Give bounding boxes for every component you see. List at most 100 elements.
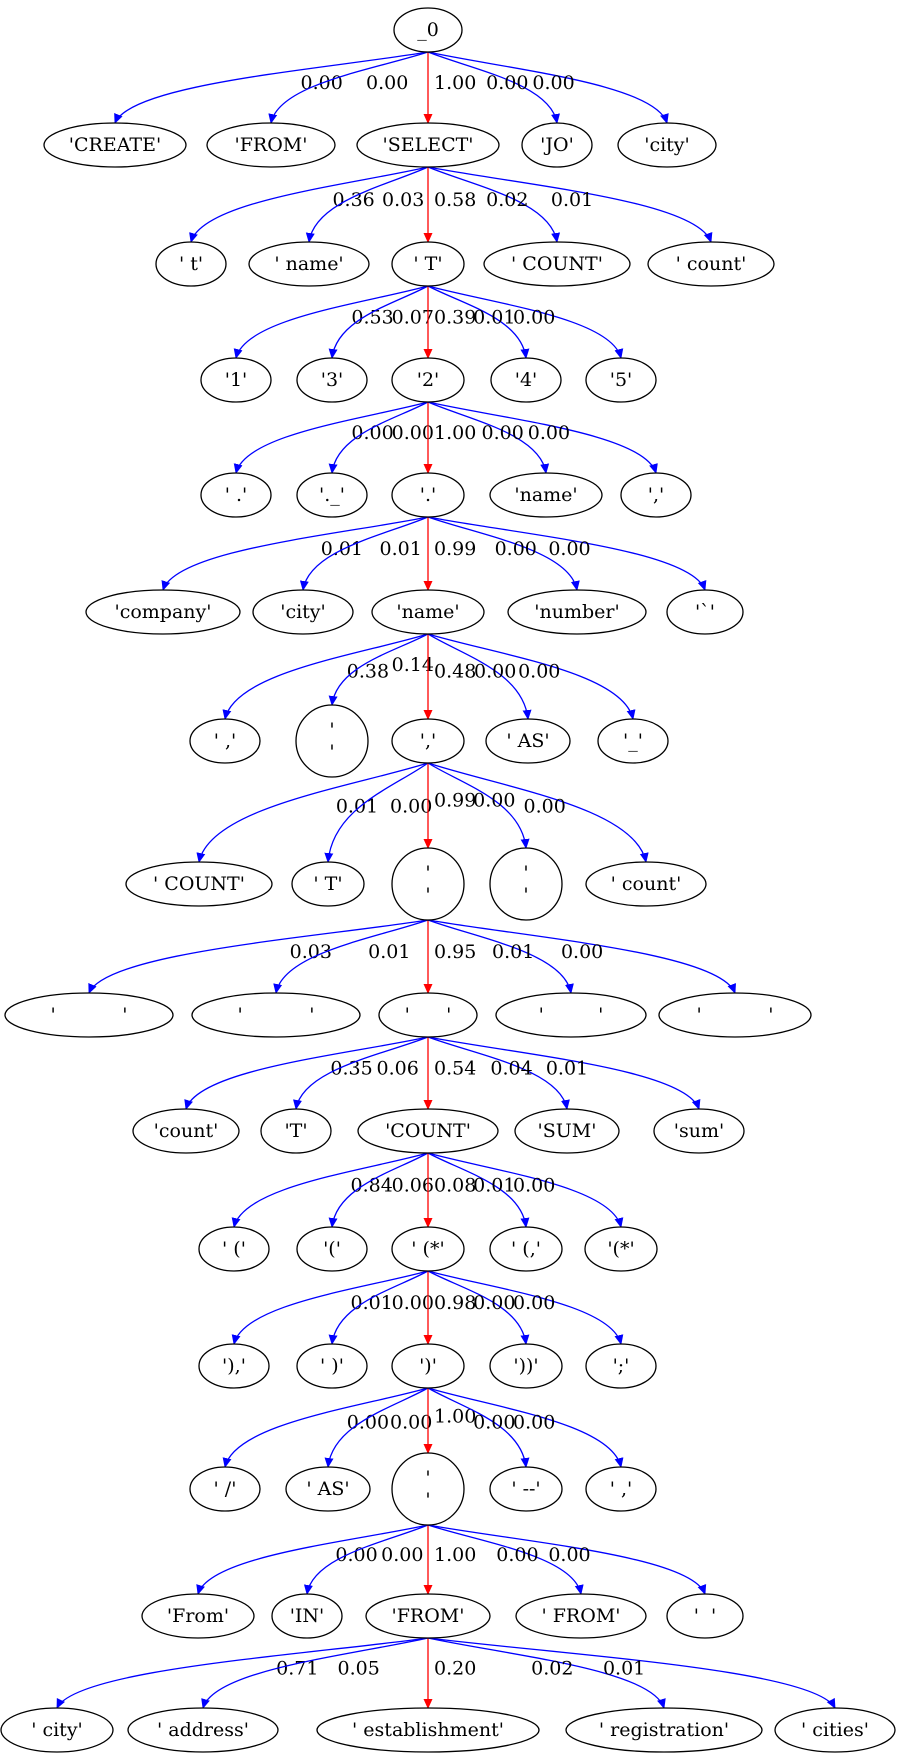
edge-probability-label: 0.00 — [473, 1292, 515, 1314]
node-label: '`' — [695, 601, 715, 623]
edge-probability-label: 1.00 — [434, 1405, 476, 1427]
node-ellipse — [198, 1343, 270, 1389]
nodes-layer: _0'CREATE''FROM''SELECT''JO''city'' t'' … — [0, 7, 896, 1753]
edge-probability-label: 0.95 — [434, 941, 476, 963]
node-label: 'From' — [167, 1605, 229, 1627]
edge-probability-label: 0.06 — [377, 1057, 419, 1079]
edge-probability-label: 0.36 — [332, 189, 374, 211]
alternative-edge — [427, 516, 707, 591]
node-ellipse — [0, 1707, 114, 1753]
node-label: 'sum' — [674, 1120, 724, 1142]
node-ellipse — [43, 122, 187, 168]
node-ellipse — [357, 1108, 499, 1154]
node-ellipse — [132, 1108, 240, 1154]
node-label: ' count' — [611, 873, 682, 895]
alternative-edge — [328, 633, 429, 706]
node-ellipse — [141, 1593, 255, 1639]
edge-probability-label: 0.00 — [473, 789, 515, 811]
token-node-name: ' name' — [248, 241, 370, 287]
node-label: 'company' — [114, 601, 211, 623]
node-label: 'city' — [280, 601, 326, 623]
edge-probability-label: 0.00 — [335, 1544, 377, 1566]
node-label: ' city' — [31, 1719, 83, 1741]
token-node-city: 'city' — [617, 122, 717, 168]
token-node-whitespace: '' — [295, 704, 369, 778]
node-label: '' — [523, 862, 528, 906]
node-ellipse — [198, 1226, 270, 1272]
node-label: ' t' — [179, 253, 203, 275]
edge-probability-label: 0.00 — [381, 1544, 423, 1566]
token-node-t: ' T' — [291, 861, 365, 907]
token-node-whitespace: '(' — [296, 1226, 368, 1272]
edge-probability-label: 0.00 — [532, 72, 574, 94]
node-ellipse — [666, 589, 744, 635]
alternative-edge — [324, 762, 429, 863]
node-ellipse — [393, 7, 463, 53]
alternative-edge — [56, 1637, 429, 1709]
token-node-whitespace: '' — [489, 847, 563, 921]
node-label: ' (*' — [411, 1238, 444, 1260]
node-ellipse — [391, 472, 465, 518]
node-label: ' AS' — [506, 730, 549, 752]
node-ellipse — [774, 1707, 896, 1753]
alternative-edge — [189, 166, 429, 243]
alternative-edge — [427, 285, 530, 359]
edge-probability-label: 0.00 — [513, 1292, 555, 1314]
node-label: ' ' — [697, 1004, 774, 1026]
edge-probability-label: 0.00 — [347, 1412, 389, 1434]
token-node-3: '3' — [296, 357, 368, 403]
node-ellipse — [620, 472, 692, 518]
token-node-whitespace: ';' — [585, 1343, 657, 1389]
edge-probability-label: 0.00 — [496, 1544, 538, 1566]
token-node-jo: 'JO' — [521, 122, 593, 168]
edge-probability-label: 0.01 — [492, 941, 534, 963]
token-node-whitespace: ' ' — [666, 1593, 744, 1639]
token-node-whitespace: '.' — [391, 472, 465, 518]
node-ellipse — [200, 472, 272, 518]
alternative-edge — [427, 1152, 624, 1228]
token-node-count: ' COUNT' — [483, 241, 631, 287]
token-node-count: 'COUNT' — [357, 1108, 499, 1154]
token-node-sum: 'sum' — [653, 1108, 745, 1154]
token-node-whitespace: '._' — [296, 472, 368, 518]
alternative-edge — [88, 919, 429, 994]
alternative-edge — [427, 285, 624, 359]
node-ellipse — [391, 1226, 465, 1272]
node-label: '.' — [420, 484, 437, 506]
alternative-edge — [303, 1524, 429, 1595]
edge-probability-label: 0.00 — [482, 422, 524, 444]
edge-probability-label: 0.00 — [473, 1412, 515, 1434]
alternative-edge — [324, 1387, 429, 1468]
node-label: ' ,' — [610, 1478, 633, 1500]
node-label: 'name' — [514, 484, 577, 506]
token-node-as: ' AS' — [285, 1466, 371, 1512]
alternative-edge — [427, 1270, 530, 1345]
alternative-edge — [273, 919, 429, 994]
token-node-whitespace: '(*' — [584, 1226, 658, 1272]
node-ellipse — [155, 241, 227, 287]
token-node-city: ' city' — [0, 1707, 114, 1753]
node-ellipse — [666, 1593, 744, 1639]
edge-probability-label: 0.01 — [473, 306, 515, 328]
node-ellipse — [521, 122, 593, 168]
node-label: ' ' — [405, 1004, 452, 1026]
token-node-name: 'name' — [371, 589, 485, 635]
node-ellipse — [617, 122, 717, 168]
edge-probability-label: 0.07 — [392, 306, 434, 328]
edge-probability-label: 0.00 — [513, 1412, 555, 1434]
token-node-2: '2' — [391, 357, 465, 403]
node-label: ' COUNT' — [153, 873, 245, 895]
alternative-edge — [427, 762, 530, 849]
node-ellipse — [296, 1343, 368, 1389]
edge-probability-label: 0.02 — [531, 1658, 573, 1680]
alternative-edge — [201, 1637, 429, 1709]
node-label: '_' — [623, 730, 643, 752]
alternative-edge — [427, 633, 532, 720]
token-node-select: 'SELECT' — [356, 122, 500, 168]
node-label: '' — [425, 1467, 430, 1511]
edge-probability-label: 0.04 — [490, 1057, 532, 1079]
token-node-whitespace: '' — [391, 847, 465, 921]
token-node-from: 'FROM' — [365, 1593, 491, 1639]
node-label: '._' — [319, 484, 345, 506]
edge-probability-label: 0.00 — [548, 1544, 590, 1566]
